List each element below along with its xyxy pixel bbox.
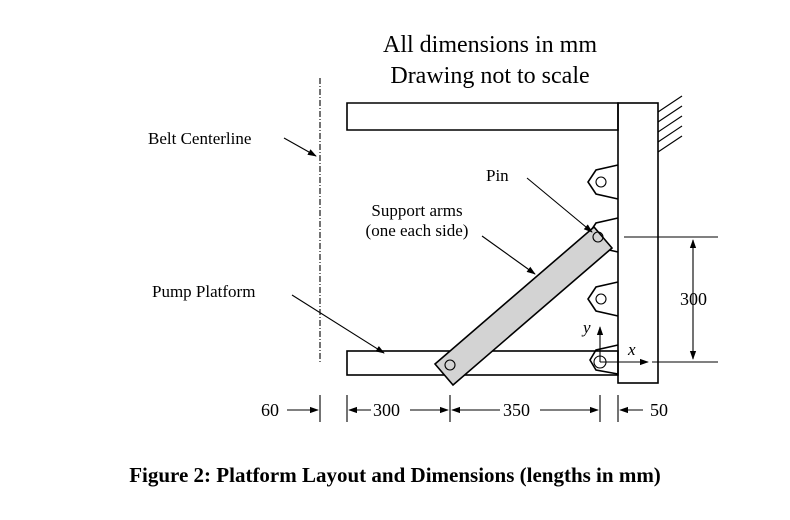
y-axis-label: y (581, 318, 591, 337)
dim-belt-offset: 60 (261, 400, 279, 420)
support-arm (433, 225, 614, 387)
wall-hatch (657, 95, 683, 153)
dim-platform-span: 300 (373, 400, 400, 420)
label-belt-centerline: Belt Centerline (148, 129, 251, 148)
figure-caption: Figure 2: Platform Layout and Dimensions… (129, 463, 661, 487)
label-pin: Pin (486, 166, 509, 185)
bracket-1 (587, 164, 619, 200)
upper-frame-arm (346, 102, 619, 131)
x-axis-label: x (627, 340, 636, 359)
dim-arm-span: 350 (503, 400, 530, 420)
bracket-3 (587, 281, 619, 317)
dim-wall-offset: 50 (650, 400, 668, 420)
label-support-arms: Support arms (371, 201, 462, 220)
label-pump-platform: Pump Platform (152, 282, 255, 301)
frame-column (617, 102, 659, 384)
note-not-to-scale: Drawing not to scale (390, 63, 589, 89)
label-support-arms-note: (one each side) (366, 221, 469, 240)
dim-vertical-height: 300 (680, 289, 707, 309)
bracket-4 (589, 344, 619, 375)
note-dimensions-unit: All dimensions in mm (383, 32, 597, 58)
